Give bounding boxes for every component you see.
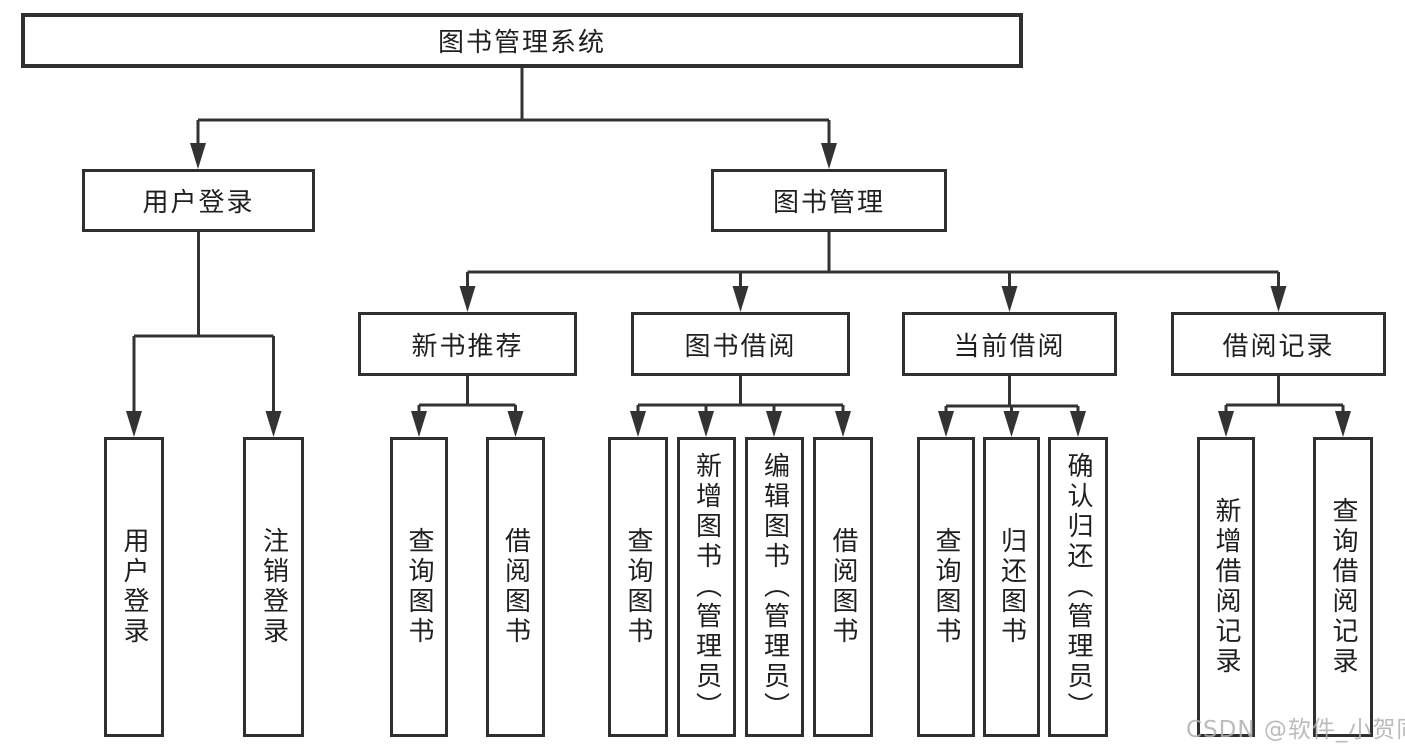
arrowhead-down — [938, 411, 954, 437]
arrowhead-down — [411, 411, 427, 437]
node-book-borrowing: 图书借阅 — [631, 312, 850, 376]
node-book-management: 图书管理 — [711, 169, 947, 232]
arrowhead-down — [835, 411, 851, 437]
node-current-borrowing-label: 当前借阅 — [953, 331, 1066, 362]
arrowhead-down — [507, 411, 524, 437]
arrowhead-down — [698, 411, 714, 437]
arrowhead-down — [1335, 411, 1351, 437]
node-book-borrowing-label: 图书借阅 — [684, 331, 797, 362]
arrowhead-down — [766, 411, 782, 437]
leaf-query-borrow-record: 查询借阅记录 — [1313, 437, 1373, 737]
arrowhead-down — [1070, 411, 1086, 437]
arrowhead-down — [190, 143, 206, 169]
leaf-confirm-return-admin-label: 确认归还（管理员） — [1063, 452, 1093, 722]
node-root-label: 图书管理系统 — [437, 28, 606, 58]
leaf-return-books-label: 归还图书 — [996, 527, 1027, 647]
leaf-add-borrow-record: 新增借阅记录 — [1197, 437, 1255, 737]
connector-current-to-leaves — [938, 376, 1086, 437]
arrowhead-down — [732, 286, 749, 312]
leaf-current-query-books-label: 查询图书 — [931, 527, 961, 647]
leaf-logout-label: 注销登录 — [258, 527, 289, 647]
connector-borrow-to-leaves — [630, 376, 851, 437]
leaf-recommend-borrow-books-label: 借阅图书 — [500, 527, 531, 647]
node-borrow-records-label: 借阅记录 — [1222, 331, 1335, 362]
leaf-user-login-label: 用户登录 — [119, 527, 149, 647]
leaf-add-books-admin: 新增图书（管理员） — [677, 437, 736, 737]
csdn-watermark: CSDN @软件_小贺同学 — [1186, 717, 1405, 743]
arrowhead-down — [1001, 286, 1018, 312]
connector-login-to-leaves — [126, 232, 282, 437]
leaf-current-query-books: 查询图书 — [917, 437, 975, 737]
node-current-borrowing: 当前借阅 — [902, 312, 1117, 376]
connector-manage-to-level3 — [459, 232, 1287, 312]
arrowhead-down — [126, 411, 142, 437]
leaf-query-borrow-record-label: 查询借阅记录 — [1328, 497, 1358, 677]
node-borrow-records: 借阅记录 — [1171, 312, 1386, 376]
node-book-management-label: 图书管理 — [772, 188, 885, 218]
node-root: 图书管理系统 — [21, 13, 1023, 68]
leaf-recommend-query-books: 查询图书 — [390, 437, 448, 737]
connector-records-to-leaves — [1218, 376, 1351, 437]
leaf-add-books-admin-label: 新增图书（管理员） — [691, 452, 722, 722]
leaf-add-borrow-record-label: 新增借阅记录 — [1211, 497, 1241, 677]
node-user-login: 用户登录 — [82, 169, 315, 232]
arrowhead-down — [630, 411, 646, 437]
leaf-borrow-query-books: 查询图书 — [608, 437, 668, 737]
leaf-logout: 注销登录 — [243, 437, 304, 737]
leaf-edit-books-admin: 编辑图书（管理员） — [745, 437, 804, 737]
leaf-recommend-borrow-books: 借阅图书 — [486, 437, 545, 737]
leaf-recommend-query-books-label: 查询图书 — [404, 527, 434, 647]
node-new-book-recommend: 新书推荐 — [358, 312, 577, 376]
arrowhead-down — [459, 286, 476, 312]
node-user-login-label: 用户登录 — [142, 188, 255, 218]
connector-root-to-level2 — [190, 68, 837, 169]
leaf-return-books: 归还图书 — [983, 437, 1040, 737]
leaf-borrow-query-books-label: 查询图书 — [623, 527, 653, 647]
arrowhead-down — [1003, 411, 1020, 437]
node-new-book-recommend-label: 新书推荐 — [411, 331, 524, 362]
leaf-user-login: 用户登录 — [104, 437, 164, 737]
leaf-confirm-return-admin: 确认归还（管理员） — [1048, 437, 1108, 737]
leaf-borrow-books-label: 借阅图书 — [828, 527, 858, 647]
leaf-borrow-books: 借阅图书 — [813, 437, 873, 737]
connector-recommend-to-leaves — [411, 376, 524, 437]
arrowhead-down — [821, 143, 837, 169]
arrowhead-down — [265, 411, 282, 437]
leaf-edit-books-admin-label: 编辑图书（管理员） — [759, 452, 790, 722]
arrowhead-down — [1218, 411, 1234, 437]
arrowhead-down — [1270, 286, 1287, 312]
